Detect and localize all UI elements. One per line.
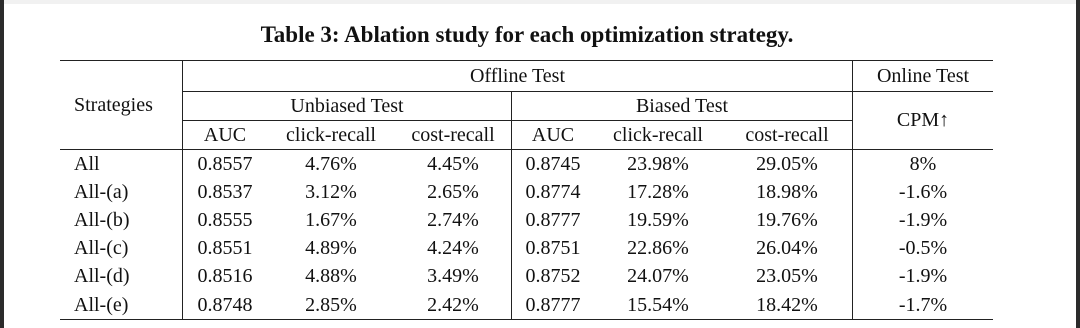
table-row: All-(d) 0.8516 4.88% 3.49% 0.8752 24.07%… [60, 262, 993, 291]
table-cell: 2.74% [427, 208, 479, 231]
table-cell: 1.67% [305, 208, 357, 231]
table-cell: 0.8537 [182, 178, 267, 207]
table-row: All-(a) 0.8537 3.12% 2.65% 0.8774 17.28%… [60, 178, 993, 207]
table-cell: 29.05% [722, 149, 853, 179]
table-cell: 0.8751 [511, 234, 594, 263]
strategy-cell: All [60, 149, 183, 179]
table-cell: 0.8745 [511, 149, 594, 179]
table-row: All 0.8557 4.76% 4.45% 0.8745 23.98% 29.… [60, 149, 993, 179]
table-cell: 19.76% [756, 208, 818, 231]
table-cell: 17.28% [627, 180, 689, 203]
col-header-cost-recall-biased: cost-recall [745, 123, 829, 146]
table-cell: 4.76% [267, 149, 395, 179]
strategy-cell: All-(d) [74, 265, 130, 288]
col-header-click-recall-unbiased: click-recall [286, 123, 376, 146]
table-cell: 19.59% [627, 208, 689, 231]
table-cell: 4.89% [305, 237, 357, 260]
offline-test-header: Offline Test [182, 60, 853, 92]
cpm-header: CPM↑ [852, 91, 993, 150]
table-cell: 23.98% [594, 149, 722, 179]
strategy-cell: All-(b) [74, 208, 130, 231]
table-cell: -1.9% [852, 206, 993, 235]
table-cell: -1.9% [852, 262, 993, 291]
table-row: All-(b) 0.8555 1.67% 2.74% 0.8777 19.59%… [60, 206, 993, 235]
table-row: All-(c) 0.8551 4.89% 4.24% 0.8751 22.86%… [60, 234, 993, 263]
table-cell: 26.04% [756, 237, 818, 260]
table-cell: -0.5% [852, 234, 993, 263]
table-cell: 4.88% [305, 265, 357, 288]
strategy-cell: All-(e) [60, 290, 183, 321]
table-caption: Table 3: Ablation study for each optimiz… [260, 22, 794, 47]
table-cell: 4.24% [427, 237, 479, 260]
table-cell: 2.65% [427, 180, 479, 203]
table-cell: 0.8551 [182, 234, 267, 263]
strategy-cell: All-(c) [74, 237, 129, 260]
table-cell: 0.8557 [182, 149, 267, 179]
table-cell: -1.7% [852, 290, 993, 321]
strategies-header: Strategies [60, 60, 183, 150]
biased-test-header: Biased Test [511, 91, 853, 121]
table-cell: 24.07% [627, 265, 689, 288]
table-cell: -1.6% [852, 178, 993, 207]
table-cell: 18.98% [756, 180, 818, 203]
table-cell: 0.8752 [511, 262, 594, 291]
table-cell: 2.42% [395, 290, 512, 321]
table-cell: 23.05% [756, 265, 818, 288]
table-cell: 0.8748 [182, 290, 267, 321]
col-header-click-recall-biased: click-recall [613, 123, 703, 146]
table-cell: 3.12% [305, 180, 357, 203]
table-cell: 2.85% [267, 290, 395, 321]
table-cell: 0.8774 [511, 178, 594, 207]
strategy-cell: All-(a) [74, 180, 129, 203]
online-test-header: Online Test [852, 60, 993, 92]
table-cell: 0.8777 [511, 290, 594, 321]
col-header-auc-unbiased: AUC [182, 120, 267, 150]
ablation-table: Strategies Offline Test Online Test Unbi… [60, 60, 993, 321]
table-cell: 3.49% [427, 265, 479, 288]
col-header-cost-recall-unbiased: cost-recall [411, 123, 495, 146]
table-cell: 4.45% [395, 149, 512, 179]
col-header-auc-biased: AUC [511, 120, 594, 150]
table-cell: 18.42% [722, 290, 853, 321]
paper-page: Table 3: Ablation study for each optimiz… [4, 0, 1076, 328]
table-cell: 0.8516 [182, 262, 267, 291]
table-cell: 0.8777 [511, 206, 594, 235]
unbiased-test-header: Unbiased Test [182, 91, 512, 121]
table-cell: 15.54% [594, 290, 722, 321]
table-row: All-(e) 0.8748 2.85% 2.42% 0.8777 15.54%… [60, 290, 993, 321]
table-cell: 22.86% [627, 237, 689, 260]
table-cell: 8% [852, 149, 993, 179]
table-cell: 0.8555 [182, 206, 267, 235]
previous-content-strip [4, 0, 1076, 4]
